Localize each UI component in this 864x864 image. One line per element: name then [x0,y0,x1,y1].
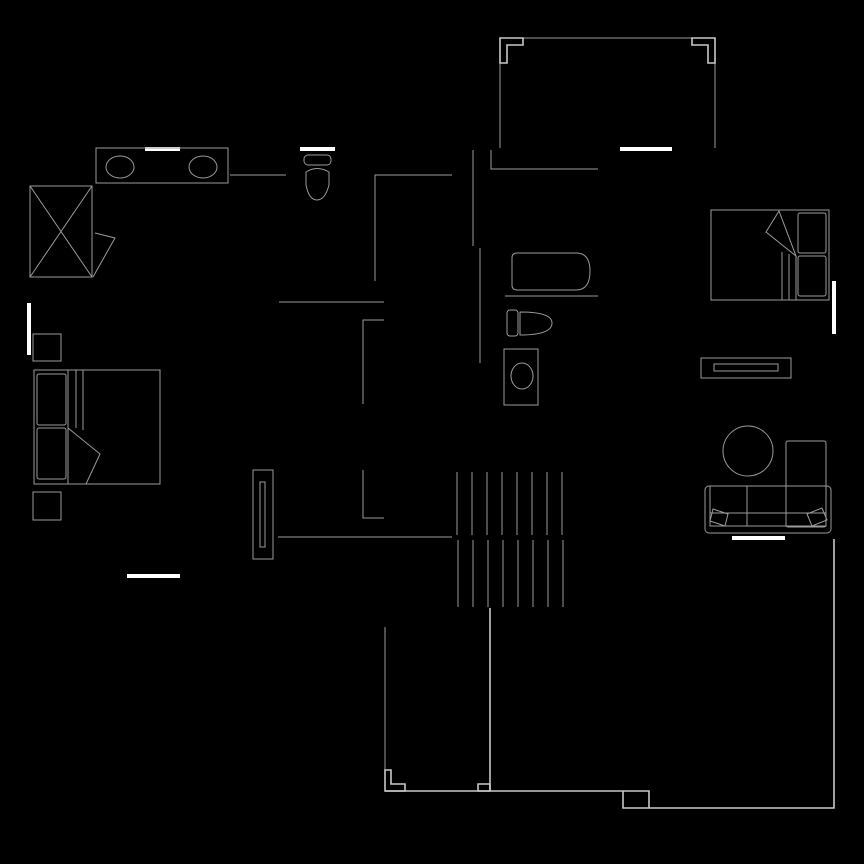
bathroom-fixtures [503,252,598,406]
toilet-icon [506,309,519,337]
bed-right [710,209,830,301]
bathroom-vanity [95,147,229,184]
nightstand [32,333,62,362]
window [27,303,31,355]
tv-stand-left [252,469,274,560]
bathtub-icon [511,252,591,291]
toilet-icon [303,154,332,201]
window [832,281,836,334]
round-table [722,425,774,477]
window [300,147,335,151]
sofa [704,485,832,534]
window [620,147,672,151]
corner-column [384,769,491,792]
chaise [785,440,827,528]
sink-icon [105,155,135,179]
stairs [456,472,564,607]
sink-icon [188,155,218,179]
wardrobe [29,185,116,278]
nightstand [32,491,62,521]
tv-console-right [700,357,792,379]
window [145,147,180,151]
walls [230,37,835,809]
washer [503,348,539,406]
window [127,574,180,578]
balcony-corner [499,37,716,64]
bed-left [32,333,161,521]
window [732,536,785,540]
windows [27,147,836,578]
living-set [704,425,832,534]
